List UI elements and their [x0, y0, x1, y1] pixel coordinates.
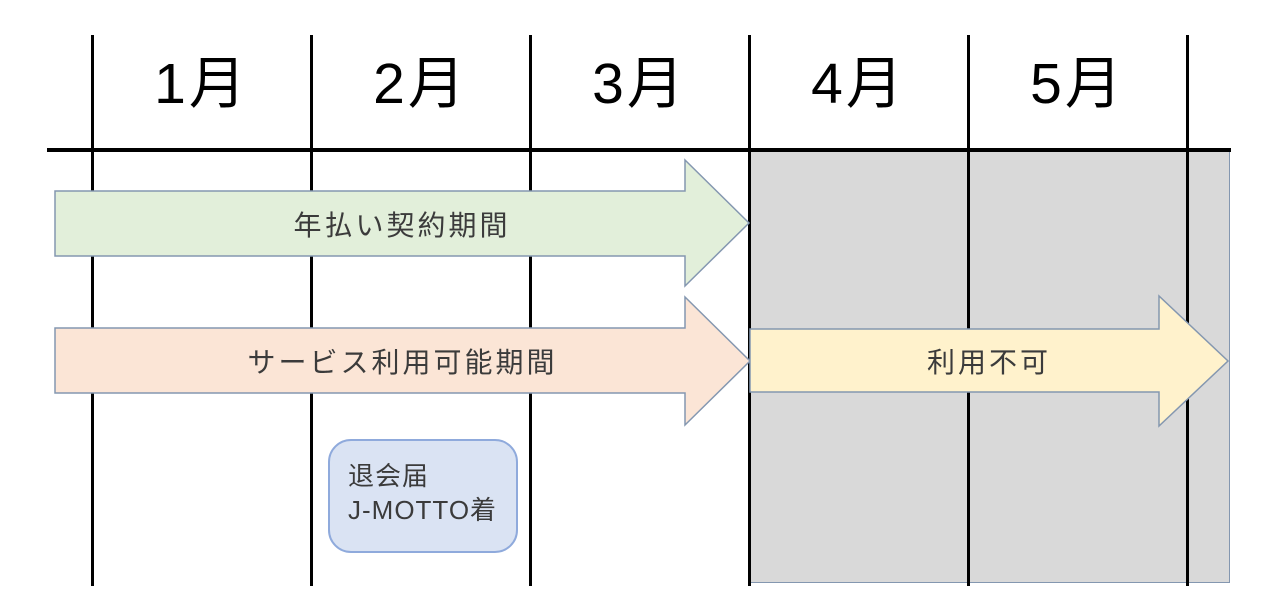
grid-line-vertical-5 [967, 35, 970, 586]
grid-line-vertical-6 [1186, 35, 1189, 586]
month-label-4: 4月 [811, 52, 906, 116]
service-available-period-arrow [54, 295, 752, 427]
month-label-5: 5月 [1030, 52, 1125, 116]
withdrawal-note-line-2: J-MOTTO着 [348, 495, 498, 525]
unavailable-label: 利用不可 [926, 346, 1051, 378]
grid-line-vertical-2 [310, 35, 313, 586]
annual-contract-period-arrow-shape [54, 158, 751, 288]
withdrawal-note-box: 退会届 J-MOTTO着 [328, 439, 518, 553]
month-label-2: 2月 [373, 52, 468, 116]
unavailable-arrow [749, 294, 1230, 428]
grid-line-vertical-3 [529, 35, 532, 586]
service-available-period-label: サービス利用可能期間 [247, 346, 558, 378]
grid-line-vertical-4 [748, 35, 751, 586]
annual-contract-period-label: 年払い契約期間 [293, 209, 511, 241]
unavailable-arrow-shape [749, 294, 1230, 428]
annual-contract-period-arrow [54, 158, 751, 288]
service-available-period-arrow-shape [54, 295, 752, 427]
month-label-1: 1月 [154, 52, 249, 116]
month-label-3: 3月 [592, 52, 687, 116]
grid-line-horizontal [47, 148, 1231, 152]
grid-line-vertical-1 [91, 35, 94, 586]
withdrawal-note-line-1: 退会届 [348, 461, 430, 491]
